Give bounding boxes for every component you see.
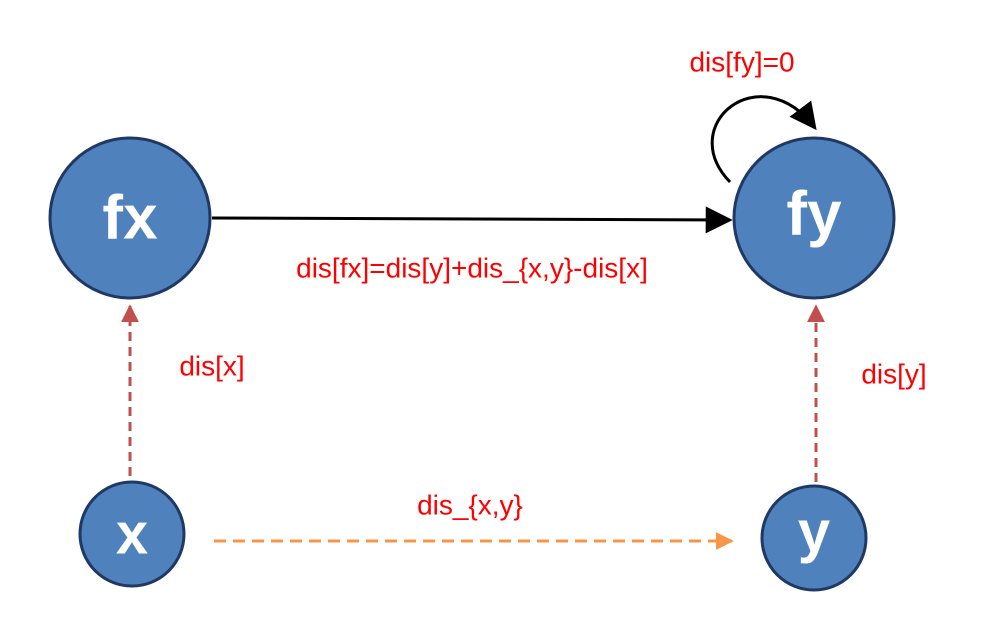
edge-fy-self-loop-label: dis[fy]=0 bbox=[689, 47, 794, 78]
node-y: y bbox=[760, 484, 868, 592]
edge-fx-to-fy bbox=[211, 206, 733, 234]
edge-fy-self-loop bbox=[710, 95, 817, 184]
edge-x-to-fx-label: dis[x] bbox=[179, 351, 244, 382]
node-fx-label: fx bbox=[102, 184, 158, 253]
node-x-circle bbox=[78, 480, 186, 588]
node-fy-circle bbox=[732, 136, 896, 300]
edge-fx-to-fy-label: dis[fx]=dis[y]+dis_{x,y}-dis[x] bbox=[296, 253, 648, 284]
node-y-label: y bbox=[798, 500, 830, 565]
node-x-label: x bbox=[116, 502, 148, 567]
node-x: x bbox=[78, 480, 186, 588]
node-fx: fx bbox=[48, 136, 212, 300]
node-fx-circle bbox=[48, 136, 212, 300]
node-fy: fy bbox=[732, 136, 896, 300]
edge-x-to-y-label: dis_{x,y} bbox=[417, 490, 523, 521]
edge-y-to-fy-label: dis[y] bbox=[861, 359, 926, 390]
node-y-circle bbox=[760, 484, 868, 592]
node-fy-label: fy bbox=[786, 180, 842, 249]
